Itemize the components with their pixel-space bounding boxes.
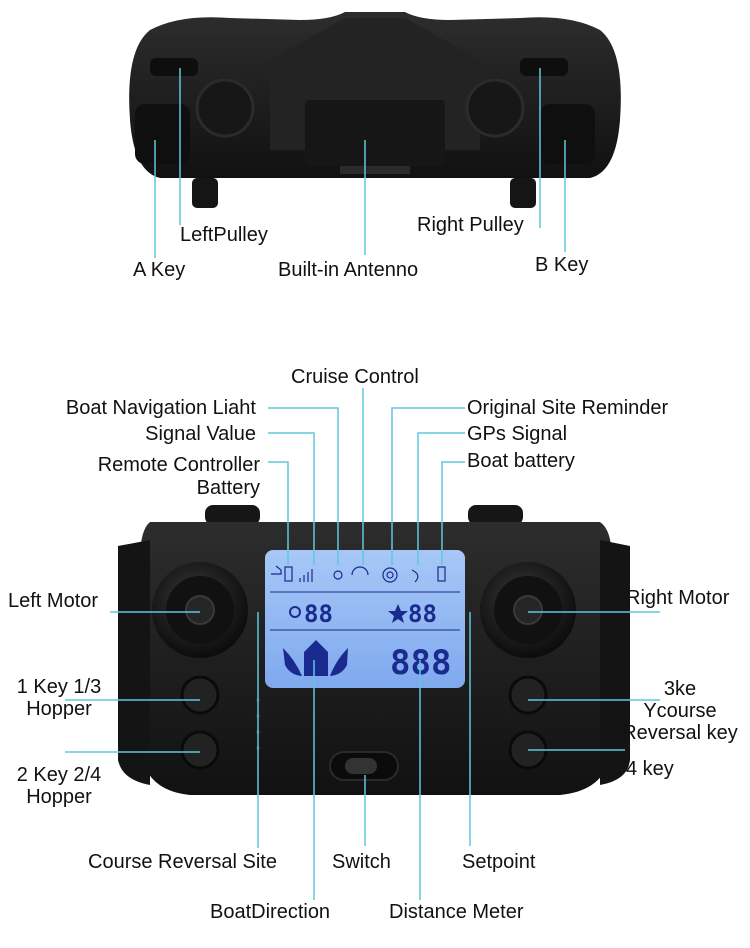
a-key-button[interactable] — [135, 104, 190, 164]
right-top-wheel[interactable] — [468, 505, 523, 525]
course-reversal-icon — [289, 606, 301, 618]
left-motor-stick-icon — [185, 595, 215, 625]
label-right-motor: Right Motor — [626, 587, 730, 609]
lcd-status-icons — [271, 565, 446, 583]
rc-battery-icon — [284, 566, 293, 582]
label-key1-line2: Hopper — [26, 698, 92, 720]
label-boat-direction: BoatDirection — [210, 901, 331, 923]
label-rc-battery-line2: Battery — [196, 477, 260, 499]
front-leader-lines — [65, 388, 660, 900]
label-key3-line3: Reversal key — [622, 722, 738, 744]
left-pulley-wheel[interactable] — [150, 58, 198, 76]
right-pulley-shaft — [510, 178, 536, 208]
label-switch: Switch — [332, 851, 391, 873]
antenna-housing — [305, 100, 445, 166]
label-signal-value: Signal Value — [145, 423, 256, 445]
key-1-button[interactable] — [180, 675, 220, 715]
right-motor-stick-icon — [513, 595, 543, 625]
label-left-pulley: LeftPulley — [180, 224, 268, 246]
boat-battery-icon — [437, 566, 446, 582]
rc-signal-icon — [271, 565, 282, 575]
controller-top-view — [129, 12, 621, 208]
label-course-reversal: Course Reversal Site — [88, 851, 277, 873]
key-3-button[interactable] — [508, 675, 548, 715]
label-setpoint: Setpoint — [462, 851, 536, 873]
top-leader-lines — [154, 68, 566, 258]
label-key4: 4 key — [626, 758, 674, 780]
label-a-key: A Key — [133, 259, 186, 281]
label-key3-line1: 3ke — [663, 678, 697, 700]
label-nav-light: Boat Navigation Liaht — [65, 397, 256, 419]
label-distance-meter: Distance Meter — [389, 901, 524, 923]
label-key2-line2: Hopper — [26, 786, 92, 808]
label-cruise-control: Cruise Control — [291, 366, 419, 388]
lcd-right-value: 88 — [408, 600, 437, 628]
key-2-button[interactable] — [180, 730, 220, 770]
label-boat-battery: Boat battery — [467, 450, 575, 472]
label-antenna: Built-in Antenno — [278, 259, 419, 281]
left-top-wheel[interactable] — [205, 505, 260, 525]
right-pulley-wheel[interactable] — [520, 58, 568, 76]
boat-direction-icon — [283, 640, 348, 676]
label-left-motor: Left Motor — [8, 590, 99, 612]
label-rc-battery-line1: Remote Controller — [97, 454, 260, 476]
label-b-key: B Key — [535, 254, 589, 276]
gps-icon — [411, 569, 419, 583]
cruise-control-icon — [351, 566, 369, 576]
nav-light-icon — [333, 570, 343, 580]
label-right-pulley: Right Pulley — [417, 214, 524, 236]
b-key-button[interactable] — [540, 104, 595, 164]
label-key1-line1: 1 Key 1/3 — [16, 676, 102, 698]
label-key2-line1: 2 Key 2/4 — [16, 764, 102, 786]
setpoint-star-icon — [388, 604, 408, 623]
label-origin-reminder: Original Site Reminder — [467, 397, 669, 419]
lcd-left-value: 88 — [304, 600, 333, 628]
label-key3-line2: Ycourse — [643, 700, 717, 722]
label-gps-signal: GPs Signal — [467, 423, 568, 445]
origin-site-icon — [382, 567, 398, 583]
left-pulley-shaft — [192, 178, 218, 208]
